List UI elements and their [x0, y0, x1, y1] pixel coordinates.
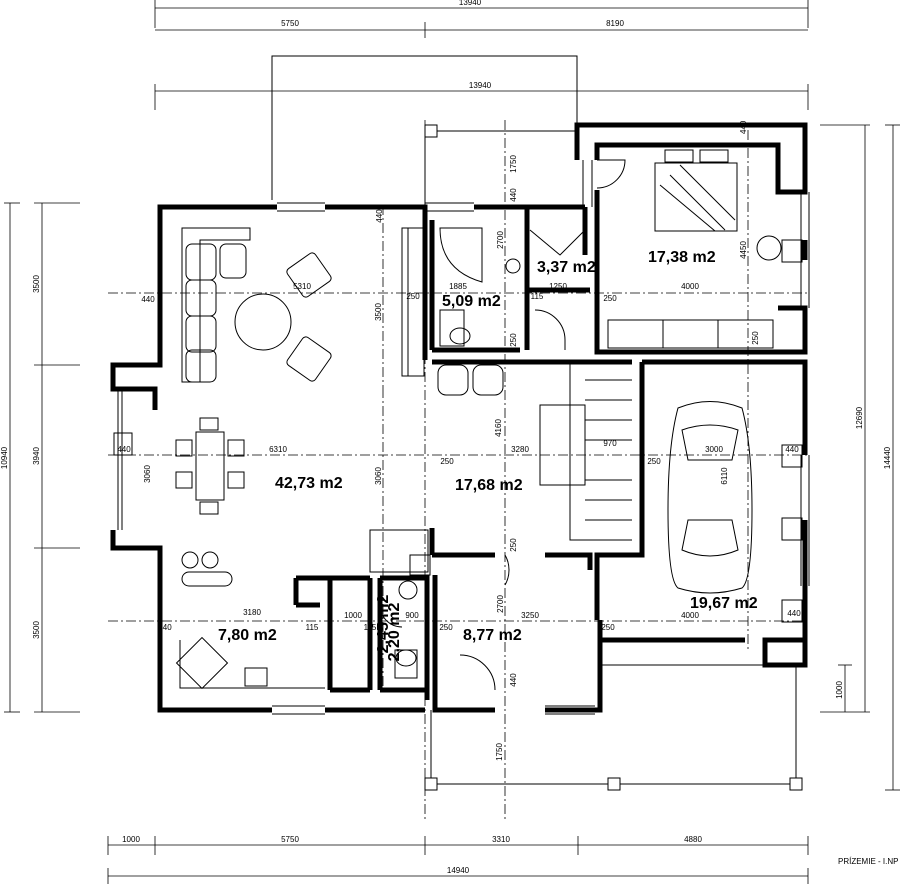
- dim-ent-width: 3250: [521, 611, 539, 620]
- dim-left-3: 3500: [32, 621, 41, 639]
- dim-living-width: 5310: [293, 282, 311, 291]
- dim-hall-width: 3280: [511, 445, 529, 454]
- dim-garage-wall-right: 440: [785, 445, 799, 454]
- dim-living-inner-wall: 250: [406, 292, 420, 301]
- area-entrance: 8,77 m2: [463, 627, 522, 644]
- dim-wall-115c: 115: [364, 623, 377, 632]
- dim-ent-wall-top: 250: [509, 538, 518, 552]
- area-wardrobe: 3,37 m2: [537, 259, 596, 276]
- dim-garage-width: 3000: [705, 445, 723, 454]
- dim-kitchen-width: 3180: [243, 608, 261, 617]
- dim-living-depth-2: 3060: [374, 467, 383, 485]
- dim-garage-wall-top: 440: [739, 120, 748, 134]
- dim-dining-width: 6310: [269, 445, 287, 454]
- dim-bedroom-wall: 250: [751, 331, 760, 345]
- area-bedroom: 17,38 m2: [648, 249, 716, 266]
- dim-hall-wall: 250: [440, 457, 454, 466]
- dim-garage-wall-b: 250: [601, 623, 615, 632]
- dim-ent-depth: 2700: [496, 595, 505, 613]
- furniture: [175, 149, 782, 690]
- dim-bottom-3: 3310: [492, 835, 510, 844]
- dim-bottom-4: 4880: [684, 835, 702, 844]
- dim-porch-upper: 1750: [509, 155, 518, 173]
- dim-top-overall-1: 13940: [459, 0, 482, 7]
- dim-stair: 970: [603, 439, 617, 448]
- dim-kitchen-wall-left: 440: [158, 623, 172, 632]
- dim-ent-wall: 250: [439, 623, 453, 632]
- dim-right-overall-1: 12690: [855, 406, 864, 429]
- area-living: 42,73 m2: [275, 475, 343, 492]
- dim-ward-width: 1250: [549, 282, 567, 291]
- dim-garage-wall-left: 250: [647, 457, 661, 466]
- dim-dining-left-wall: 440: [117, 445, 131, 454]
- dim-bath-width: 1885: [449, 282, 467, 291]
- dim-top-overall-2: 13940: [469, 81, 492, 90]
- windows: [113, 192, 810, 715]
- dim-wc-w: 900: [405, 611, 419, 620]
- inner-dimensions: 440 1750 440 440 2700 4450 5310 440 3500…: [117, 120, 801, 761]
- dim-living-depth: 3500: [374, 303, 383, 321]
- dim-wall-115a: 115: [531, 292, 544, 301]
- dim-left-2: 3940: [32, 447, 41, 465]
- area-pantry: 2,45 m2: [375, 595, 392, 654]
- dim-bed-wall: 250: [603, 294, 617, 303]
- dim-top-left: 5750: [281, 19, 299, 28]
- dim-garage-bottom: 4000: [681, 611, 699, 620]
- area-wc: 2,20 m2: [386, 603, 403, 662]
- dim-dining-depth: 3060: [143, 465, 152, 483]
- dim-bath-depth: 2700: [496, 231, 505, 249]
- dim-garage-wall-b2: 440: [787, 609, 801, 618]
- plan-title: PRÍZEMIE - I.NP: [838, 857, 898, 866]
- dimension-lines: [4, 0, 900, 884]
- dim-bottom-1: 1000: [122, 835, 140, 844]
- area-kitchen: 7,80 m2: [218, 627, 277, 644]
- dim-bed-width: 4000: [681, 282, 699, 291]
- area-garage: 19,67 m2: [690, 595, 758, 612]
- dim-bottom-2: 5750: [281, 835, 299, 844]
- walls: [110, 122, 808, 713]
- dim-living-left-wall: 440: [141, 295, 155, 304]
- dim-right-overall-2: 14440: [883, 446, 892, 469]
- area-hall: 17,68 m2: [455, 477, 523, 494]
- terrace: [424, 124, 803, 791]
- dim-bottom-overall: 14940: [447, 866, 470, 875]
- dim-bedroom-depth: 4450: [739, 241, 748, 259]
- dim-top-right: 8190: [606, 19, 624, 28]
- dim-wall-115b: 115: [306, 623, 319, 632]
- dim-bath-wall-top: 440: [375, 209, 384, 223]
- dim-bath-wall-low: 250: [509, 333, 518, 347]
- dim-porch-lower: 1750: [495, 743, 504, 761]
- dim-hall-depth: 4160: [494, 419, 503, 437]
- doors: [379, 159, 626, 691]
- dim-right-terrace: 1000: [835, 681, 844, 699]
- dim-pantry-w: 1000: [344, 611, 362, 620]
- dim-left-1: 3500: [32, 275, 41, 293]
- dim-ent-wall-bottom: 440: [509, 673, 518, 687]
- dim-top-wall: 440: [509, 188, 518, 202]
- dim-left-overall: 10940: [0, 446, 9, 469]
- area-bathroom: 5,09 m2: [442, 293, 501, 310]
- grid-axes: [108, 120, 808, 820]
- dim-car-len: 6110: [720, 467, 729, 485]
